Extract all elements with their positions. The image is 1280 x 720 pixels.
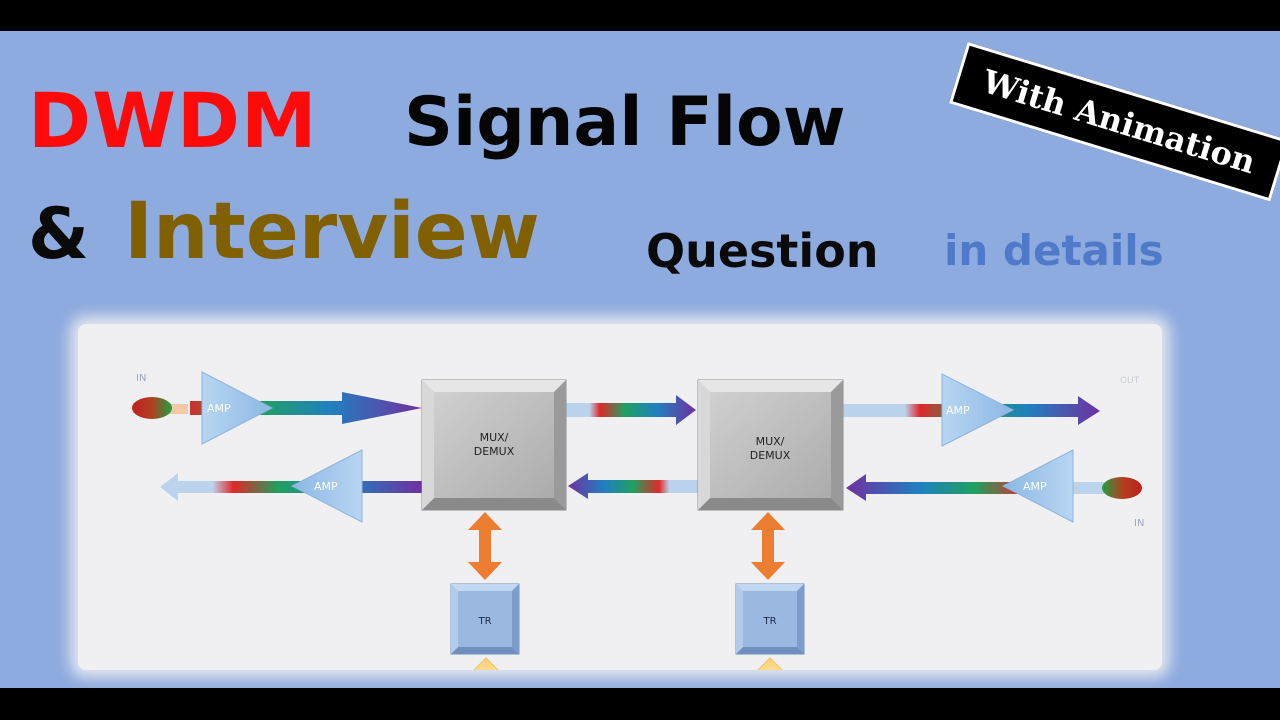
- with-animation-badge: With Animation: [948, 42, 1280, 202]
- in-label-right: IN: [1134, 518, 1144, 529]
- yellow-client-arrow-right: [754, 657, 786, 688]
- tr-right-label: TR: [762, 616, 776, 627]
- signal-arrow-amp1-to-mux1: [190, 392, 422, 424]
- title-in-details: in details: [944, 226, 1164, 275]
- letterbox-bottom: [0, 688, 1280, 720]
- mux-demux-block-left: MUX/ DEMUX: [421, 379, 567, 511]
- amplifier-rx-right: [1001, 449, 1074, 523]
- thumbnail-frame: DWDM Signal Flow & Interview Question in…: [0, 31, 1280, 688]
- amplifier-tx-right-label: AMP: [946, 404, 970, 417]
- amplifier-tx: [201, 371, 274, 445]
- title-question: Question: [646, 224, 879, 278]
- yellow-client-arrow-left: [470, 657, 502, 688]
- transponder-block-left: TR: [450, 583, 520, 655]
- in-label-left: IN: [136, 373, 146, 384]
- signal-arrow-mux1-to-mux2: [566, 395, 696, 425]
- amplifier-tx-label: AMP: [207, 402, 231, 415]
- title-signal-flow: Signal Flow: [404, 83, 846, 162]
- input-source-left: [132, 397, 172, 419]
- title-ampersand: &: [28, 193, 90, 275]
- title-interview: Interview: [124, 187, 540, 277]
- letterbox-top: [0, 0, 1280, 31]
- input-source-right: [1102, 477, 1142, 499]
- mux-left-label-line1: MUX/: [480, 431, 509, 444]
- dwdm-diagram-svg: IN OUT IN AMP AMP AMP: [132, 371, 1144, 688]
- amplifier-rx-right-label: AMP: [1023, 480, 1047, 493]
- amplifier-rx-left-label: AMP: [314, 480, 338, 493]
- orange-bidirectional-arrow-right: [751, 512, 785, 580]
- mux-right-label-line1: MUX/: [756, 435, 785, 448]
- title-dwdm: DWDM: [28, 76, 318, 165]
- transponder-block-right: TR: [735, 583, 805, 655]
- signal-arrow-mux1-to-output: [160, 473, 422, 501]
- dwdm-diagram: IN OUT IN AMP AMP AMP: [78, 324, 1162, 688]
- out-label-right: OUT: [1120, 376, 1140, 386]
- amplifier-rx-left: [290, 449, 363, 523]
- signal-arrow-input-to-mux2: [846, 474, 1104, 501]
- signal-arrow-mux2-to-mux1: [568, 473, 698, 499]
- amplifier-tx-right: [941, 373, 1015, 447]
- mux-demux-block-right: MUX/ DEMUX: [697, 379, 844, 511]
- orange-bidirectional-arrow-left: [468, 512, 502, 580]
- mux-right-label-line2: DEMUX: [750, 449, 791, 462]
- tr-left-label: TR: [477, 616, 491, 627]
- mux-left-label-line2: DEMUX: [474, 445, 515, 458]
